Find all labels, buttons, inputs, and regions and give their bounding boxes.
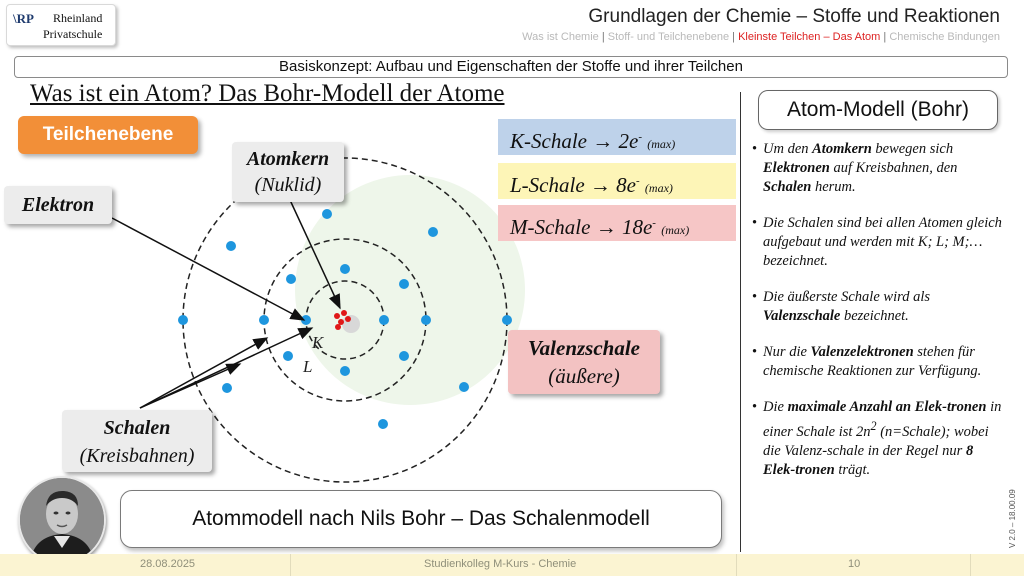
- ring-label-k: K: [312, 333, 323, 353]
- charge-sign: -: [636, 175, 640, 187]
- electron: [399, 351, 409, 361]
- breadcrumb-item-atom[interactable]: Kleinste Teilchen – Das Atom: [738, 31, 880, 43]
- shell-capacity-l: L-Schale → 8e- (max): [498, 163, 736, 199]
- model-caption: Atommodell nach Nils Bohr – Das Schalenm…: [120, 490, 722, 548]
- breadcrumb-item-bindungen[interactable]: Chemische Bindungen: [889, 31, 1000, 43]
- arrow-glyph: →: [596, 215, 617, 239]
- electron: [222, 383, 232, 393]
- footer-date: 28.08.2025: [140, 558, 195, 570]
- charge-sign: -: [638, 131, 642, 143]
- electron: [428, 227, 438, 237]
- max-label: (max): [645, 181, 673, 195]
- max-label: (max): [647, 137, 675, 151]
- portrait-image: [20, 478, 104, 562]
- footer-page-number: 10: [848, 558, 860, 570]
- shell-capacity-k: K-Schale → 2e- (max): [498, 119, 736, 155]
- ring-label-l: L: [303, 357, 312, 377]
- shell-capacity-m: M-Schale → 18e- (max): [498, 205, 736, 241]
- bullet-item: Die Schalen sind bei allen Atomen gleich…: [752, 214, 1004, 271]
- electron: [178, 315, 188, 325]
- bullet-item: Nur die Valenzelektronen stehen für chem…: [752, 343, 1004, 381]
- callout-atomkern: Atomkern (Nuklid): [232, 142, 344, 202]
- valenz-subtitle: (äußere): [508, 362, 660, 390]
- callout-elektron: Elektron: [4, 186, 112, 224]
- arrow-glyph: →: [592, 129, 613, 153]
- bullet-item: Die maximale Anzahl an Elek-tronen in ei…: [752, 398, 1004, 480]
- electron: [378, 419, 388, 429]
- shell-name: K-Schale: [510, 129, 587, 153]
- version-label: V 2.0 – 18.00.09: [1008, 489, 1017, 548]
- electron: [502, 315, 512, 325]
- electron: [459, 382, 469, 392]
- electron: [259, 315, 269, 325]
- electron: [283, 351, 293, 361]
- electron: [340, 264, 350, 274]
- column-divider: [740, 92, 741, 552]
- electron: [286, 274, 296, 284]
- footer-separator: [736, 554, 737, 576]
- footer-separator: [970, 554, 971, 576]
- shell-name: L-Schale: [510, 173, 585, 197]
- bohr-portrait: [18, 476, 106, 564]
- bullet-item: Die äußerste Schale wird als Valenzschal…: [752, 288, 1004, 326]
- electron: [379, 315, 389, 325]
- shell-count: 8e: [616, 173, 636, 197]
- atomkern-subtitle: (Nuklid): [232, 172, 344, 198]
- shell-count: 2e: [618, 129, 638, 153]
- bullet-item: Um den Atomkern bewegen sich Elektronen …: [752, 140, 1004, 197]
- background-watermark: [295, 175, 525, 405]
- callout-schalen: Schalen (Kreisbahnen): [62, 410, 212, 472]
- electron: [421, 315, 431, 325]
- schalen-title: Schalen: [62, 414, 212, 442]
- schalen-subtitle: (Kreisbahnen): [62, 442, 212, 470]
- electron: [226, 241, 236, 251]
- charge-sign: -: [652, 217, 656, 229]
- callout-valenzschale: Valenzschale (äußere): [508, 330, 660, 394]
- electron: [340, 366, 350, 376]
- max-label: (max): [661, 223, 689, 237]
- valenz-title: Valenzschale: [508, 334, 660, 362]
- shell-name: M-Schale: [510, 215, 590, 239]
- sidebar-title: Atom-Modell (Bohr): [758, 90, 998, 130]
- atomkern-title: Atomkern: [232, 146, 344, 172]
- arrow-glyph: →: [590, 173, 611, 197]
- footer-separator: [290, 554, 291, 576]
- arrow-shell: [140, 338, 267, 408]
- electron: [322, 209, 332, 219]
- footer-course: Studienkolleg M-Kurs - Chemie: [424, 558, 576, 570]
- bullet-list: Um den Atomkern bewegen sich Elektronen …: [752, 140, 1004, 497]
- shell-count: 18e: [622, 215, 652, 239]
- electron: [399, 279, 409, 289]
